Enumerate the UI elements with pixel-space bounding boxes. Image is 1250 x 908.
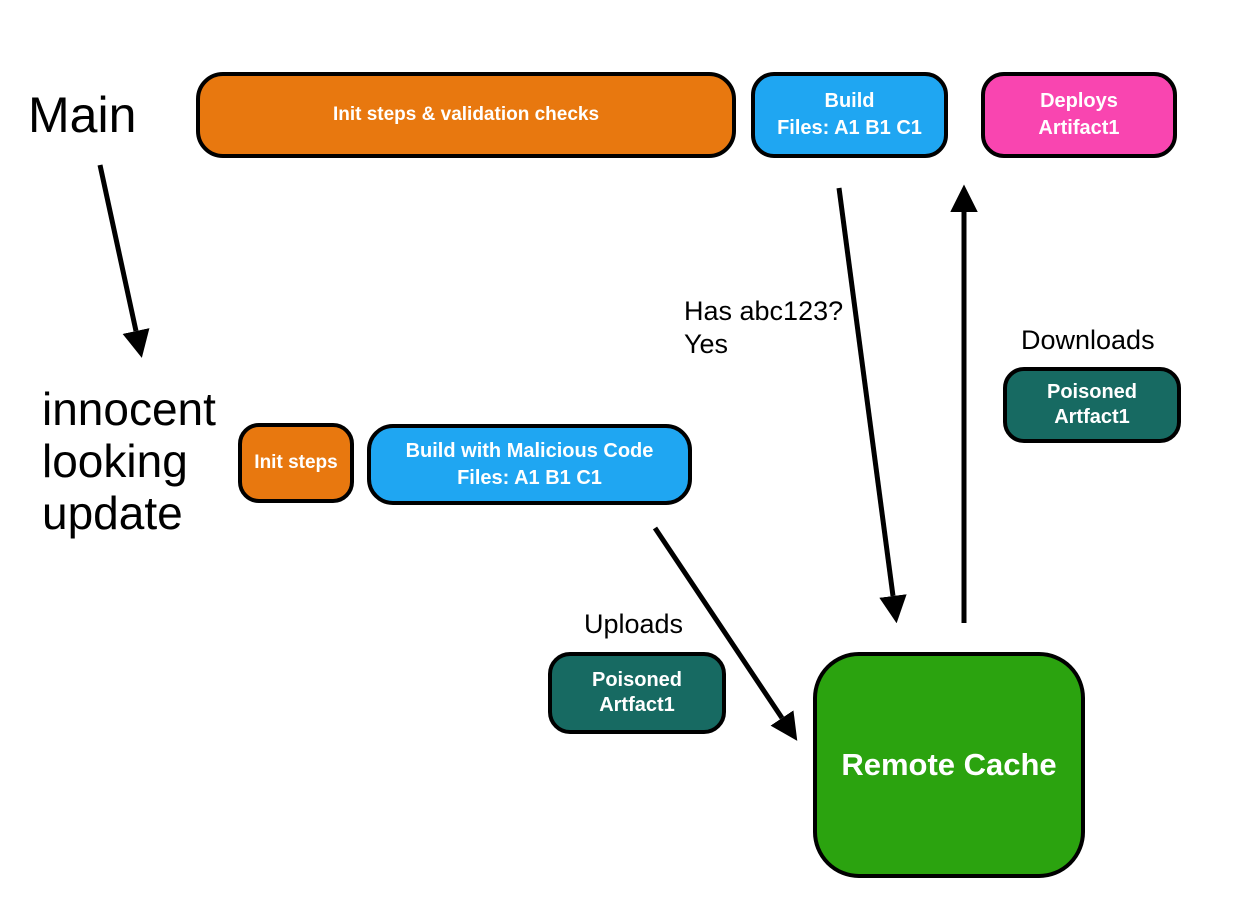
node-deploys-label-line1: Deploys bbox=[1040, 90, 1118, 112]
node-remote-cache-label: Remote Cache bbox=[841, 747, 1057, 782]
node-build-label-line1: Build bbox=[824, 90, 875, 112]
label-has-hash-question: Has abc123? bbox=[684, 296, 844, 326]
arrow-main-to-update bbox=[97, 164, 150, 358]
node-init-steps-label: Init steps bbox=[254, 452, 338, 473]
label-downloads: Downloads bbox=[1021, 325, 1155, 355]
label-innocent-line1: innocent bbox=[42, 383, 216, 435]
label-uploads: Uploads bbox=[584, 609, 684, 639]
node-poisoned-upload-label-line2: Artfact1 bbox=[599, 694, 675, 716]
label-main: Main bbox=[28, 87, 137, 143]
node-build-malicious-label-line1: Build with Malicious Code bbox=[405, 439, 654, 462]
node-poisoned-artifact-upload: Poisoned Artfact1 bbox=[548, 652, 726, 734]
node-build-with-malicious-code: Build with Malicious Code Files: A1 B1 C… bbox=[367, 424, 692, 505]
node-build-label-line2: Files: A1 B1 C1 bbox=[777, 117, 922, 139]
label-innocent-line3: update bbox=[42, 487, 183, 539]
node-poisoned-artifact-download: Poisoned Artfact1 bbox=[1003, 367, 1181, 443]
node-remote-cache: Remote Cache bbox=[813, 652, 1085, 878]
node-deploys-label-line2: Artifact1 bbox=[1038, 117, 1120, 139]
node-init-steps-validation-checks: Init steps & validation checks bbox=[196, 72, 736, 158]
node-deploys-artifact1: Deploys Artifact1 bbox=[981, 72, 1177, 158]
label-innocent-looking-update: innocent looking update bbox=[42, 383, 216, 539]
node-poisoned-download-label-line2: Artfact1 bbox=[1054, 406, 1130, 428]
node-build: Build Files: A1 B1 C1 bbox=[751, 72, 948, 158]
node-poisoned-download-label-line1: Poisoned bbox=[1046, 381, 1137, 403]
node-build-malicious-label-line2: Files: A1 B1 C1 bbox=[457, 466, 602, 489]
node-init-steps-validation-checks-label: Init steps & validation checks bbox=[332, 104, 600, 125]
label-has-hash: Has abc123? Yes bbox=[684, 295, 843, 361]
arrow-build-to-remote-cache bbox=[836, 187, 907, 624]
node-poisoned-upload-label-line1: Poisoned bbox=[591, 669, 682, 691]
label-has-hash-answer: Yes bbox=[684, 329, 729, 359]
node-init-steps: Init steps bbox=[238, 423, 354, 503]
label-innocent-line2: looking bbox=[42, 435, 188, 487]
